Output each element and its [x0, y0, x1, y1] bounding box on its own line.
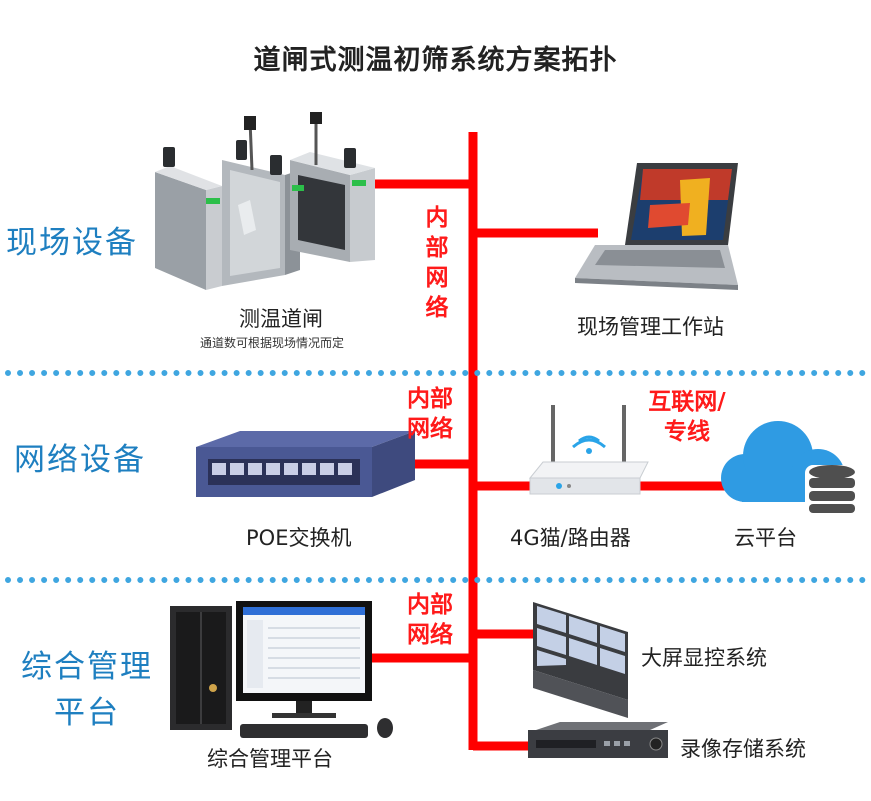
- gate-note: 通道数可根据现场情况而定: [200, 336, 345, 350]
- switch-label: POE交换机: [246, 526, 352, 550]
- recorder-label: 录像存储系统: [680, 737, 806, 761]
- workstation-label: 现场管理工作站: [577, 315, 724, 339]
- platform-label: 综合管理平台: [207, 747, 333, 771]
- zone-label-field: 现场设备: [6, 225, 138, 261]
- workstation-illustration: [575, 163, 738, 290]
- cloud-illustration: [721, 421, 859, 515]
- zone-label-network: 网络设备: [14, 442, 146, 478]
- internal-network-label: 内部 网络: [407, 386, 453, 442]
- recorder-illustration: [528, 722, 668, 758]
- zone-divider: [5, 370, 866, 376]
- gate-label: 测温道闸: [239, 307, 323, 331]
- internal-network-label: 内 部 网 络: [425, 205, 449, 321]
- videowall-label: 大屏显控系统: [641, 646, 767, 670]
- cloud-label: 云平台: [734, 526, 797, 550]
- diagram-title: 道闸式测温初筛系统方案拓扑: [253, 45, 618, 76]
- router-label: 4G猫/路由器: [510, 526, 631, 550]
- switch-illustration: [196, 431, 415, 497]
- zone-divider: [5, 577, 866, 583]
- router-illustration: [528, 405, 649, 495]
- platform-illustration: [170, 601, 393, 738]
- internal-network-label: 内部 网络: [407, 592, 453, 648]
- gate-illustration: [155, 112, 375, 290]
- internet-line-label: 互联网/ 专线: [648, 389, 726, 445]
- videowall-illustration: [533, 602, 628, 718]
- zone-label-platform: 综合管理 平台: [21, 649, 153, 731]
